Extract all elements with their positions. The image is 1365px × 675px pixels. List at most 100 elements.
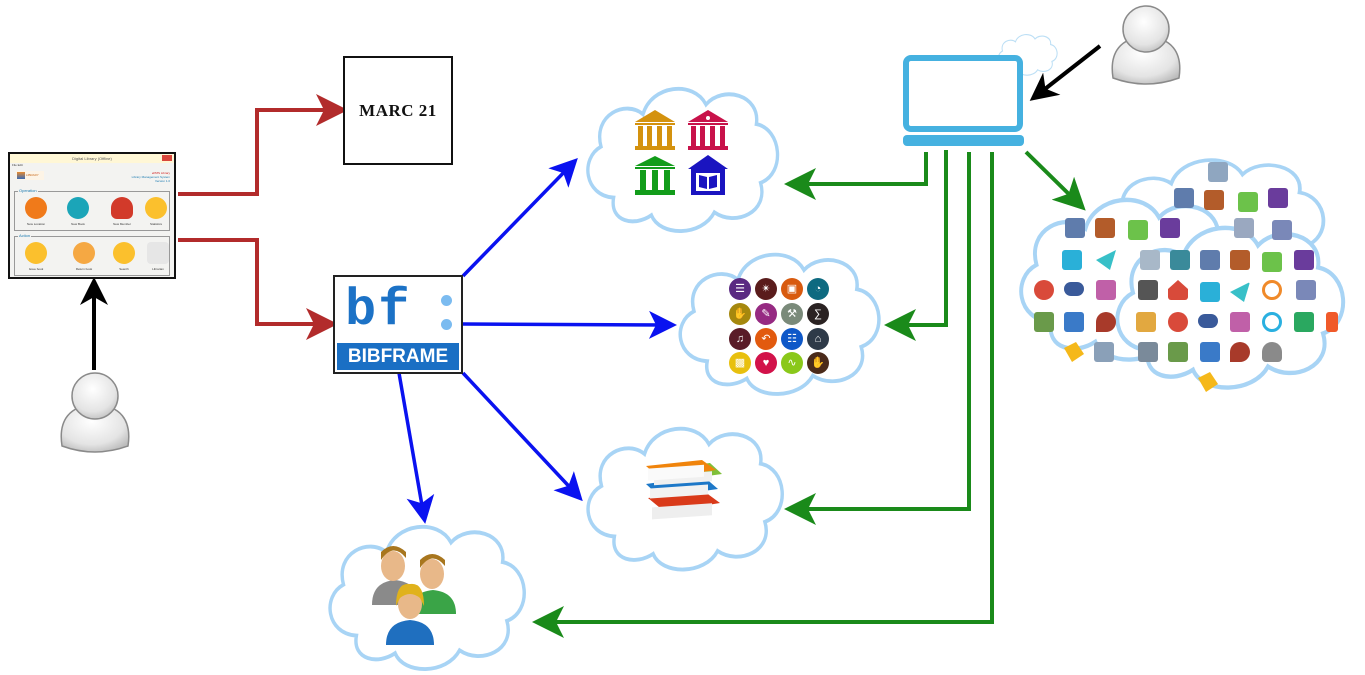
bibframe-colon-icon	[441, 295, 453, 333]
phone-icon-2	[1296, 280, 1316, 300]
library-red-icon	[688, 110, 728, 150]
new-member-button[interactable]	[111, 197, 133, 219]
equation-icon: ∑	[807, 303, 829, 325]
heart-icon	[1034, 280, 1054, 300]
browser-icon	[1138, 342, 1158, 362]
web-app-laptop-screen[interactable]	[903, 55, 1023, 132]
arrow-web-to-people	[532, 152, 994, 638]
app-logo: LIBRARY	[16, 171, 44, 180]
desktop-app-window[interactable]: Digital Library (Offline) File Edit LIBR…	[8, 152, 176, 279]
arrow-web-to-libraries	[784, 152, 928, 200]
tools-icon: ⚒	[781, 303, 803, 325]
arrow-bibframe-to-people	[397, 372, 435, 524]
arrow-app-to-bibframe	[178, 238, 338, 340]
folder-icon-2	[1230, 312, 1250, 332]
close-icon[interactable]	[162, 155, 172, 161]
chat-icon	[1062, 250, 1082, 270]
bibframe-node: bf BIBFRAME	[333, 275, 463, 374]
home-icon	[1168, 280, 1188, 300]
toggle-icon-2	[1198, 314, 1218, 328]
pen-icon: ✎	[755, 303, 777, 325]
briefcase-icon-2	[1095, 218, 1115, 238]
briefcase-icon-3	[1230, 250, 1250, 270]
issue-book-button[interactable]	[25, 242, 47, 264]
dna-icon: ∿	[781, 352, 803, 374]
cloud-storm-icon	[1262, 342, 1282, 362]
arrow-web-user-to-web-app	[1029, 44, 1102, 101]
book-stack-icon	[646, 460, 722, 520]
floppy-icon-3	[1200, 250, 1220, 270]
heart-icon: ♥	[755, 352, 777, 374]
action-group: Action Issue book Return book Search Lib…	[14, 233, 170, 276]
search-icon	[1262, 312, 1282, 332]
marc21-label: MARC 21	[345, 102, 451, 120]
arrow-bibframe-to-subjects	[462, 310, 677, 339]
heart-icon-2	[1168, 312, 1188, 332]
user-group-icon	[372, 546, 456, 645]
app-window-title: Digital Library (Offline)	[72, 156, 112, 161]
library-gold-icon	[635, 110, 675, 150]
map-icon	[1238, 192, 1258, 212]
floppy-icon	[1174, 188, 1194, 208]
new-book-button[interactable]	[67, 197, 89, 219]
file-01-icon	[1268, 188, 1288, 208]
head-icon: ◔	[807, 278, 829, 300]
subjects-cloud	[678, 252, 881, 396]
arrow-u-turn-icon: ↶	[755, 328, 777, 350]
monitor-icon-2	[1234, 218, 1254, 238]
flag-icon	[1326, 312, 1338, 332]
rocket-icon	[1140, 250, 1160, 270]
arrow-app-to-marc21	[178, 94, 348, 196]
map-icon-2	[1128, 220, 1148, 240]
picture-icon-2	[1168, 342, 1188, 362]
bar-graph-icon: ▩	[729, 352, 751, 374]
bibframe-logo: bf	[345, 281, 412, 340]
thumbs-down-icon	[1136, 312, 1156, 332]
library-blue-icon	[688, 155, 728, 195]
briefcase-icon	[1204, 190, 1224, 210]
arrow-bibframe-to-books	[461, 371, 583, 502]
web-app-laptop-base	[903, 135, 1024, 146]
app-menu-bar[interactable]: File Edit	[12, 163, 23, 167]
arrow-web-to-resources	[1024, 150, 1086, 211]
camera-icon-2	[1200, 342, 1220, 362]
toggle-icon	[1064, 282, 1084, 296]
operation-group: Operation New Location New Book New Memb…	[14, 188, 170, 231]
app-info: ePMS Library Library Management System V…	[131, 171, 170, 183]
mail-icon	[1294, 312, 1314, 332]
marc21-node: MARC 21	[343, 56, 453, 165]
libraries-cloud	[585, 86, 780, 234]
picture-icon	[1034, 312, 1054, 332]
floppy-icon-2	[1065, 218, 1085, 238]
camera-icon	[1064, 312, 1084, 332]
librarian-button[interactable]	[147, 242, 169, 264]
arrow-web-to-subjects	[884, 150, 948, 341]
web-user-icon	[1111, 5, 1181, 85]
library-green-icon	[635, 156, 675, 195]
megaphone-icon	[1094, 342, 1114, 362]
clock-icon	[1262, 280, 1282, 300]
local-user-icon	[60, 372, 130, 453]
map-icon-3	[1262, 252, 1282, 272]
search-button[interactable]	[113, 242, 135, 264]
molecule-icon: ✴	[755, 278, 777, 300]
sofa-icon: ▣	[781, 278, 803, 300]
folder-icon	[1096, 280, 1116, 300]
bibframe-label: BIBFRAME	[337, 343, 459, 370]
pin-icon-2	[1230, 342, 1250, 362]
return-book-button[interactable]	[73, 242, 95, 264]
file-01-icon-3	[1294, 250, 1314, 270]
phone-icon	[1272, 220, 1292, 240]
statistics-button[interactable]	[145, 197, 167, 219]
hand-icon: ✋	[807, 352, 829, 374]
arrow-bibframe-to-libraries	[461, 157, 578, 278]
fist-icon: ✋	[729, 303, 751, 325]
ladder-icon: ☰	[729, 278, 751, 300]
app-title-bar: Digital Library (Offline)	[10, 154, 174, 163]
arrow-web-to-books	[784, 152, 971, 525]
monitor-icon	[1208, 162, 1228, 182]
new-location-button[interactable]	[25, 197, 47, 219]
film-icon	[1138, 280, 1158, 300]
microphone-icon	[1170, 250, 1190, 270]
